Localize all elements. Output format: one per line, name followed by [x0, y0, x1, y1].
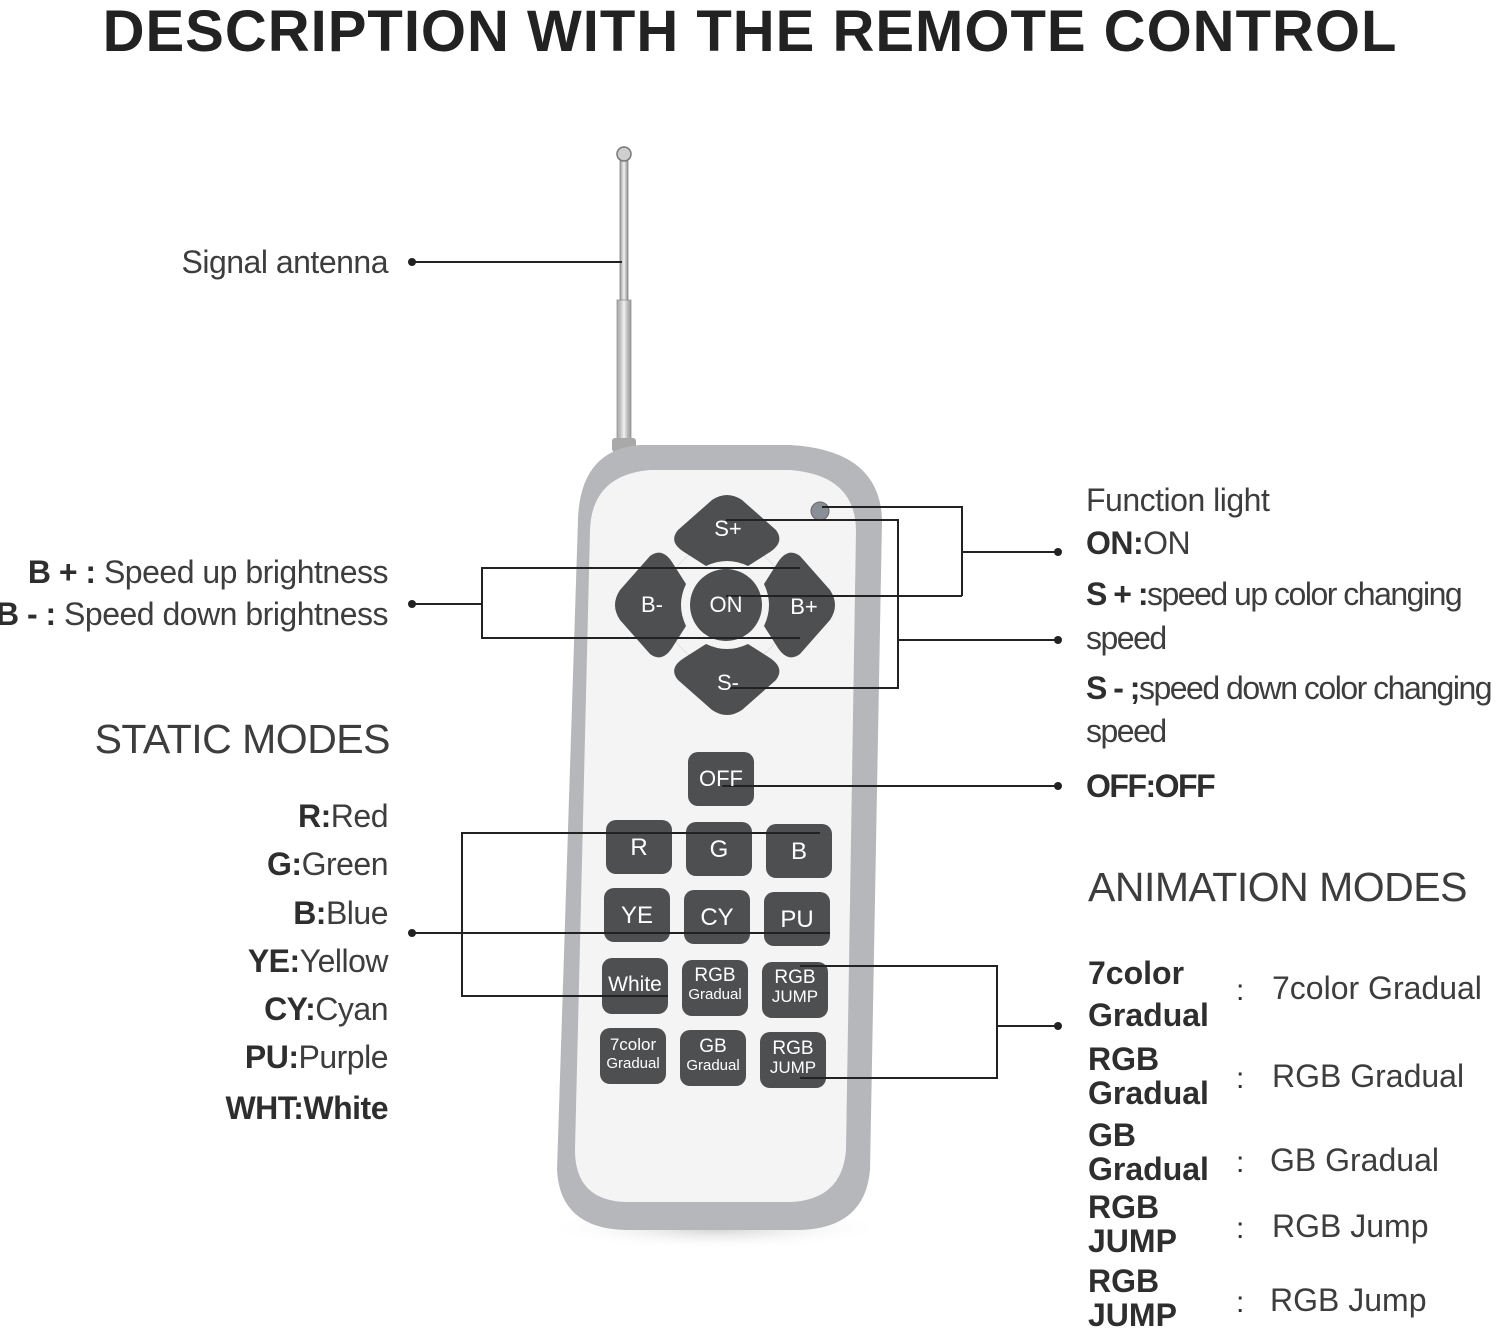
key-rgb-gradual-line2: Gradual	[688, 986, 742, 1003]
key-rgb-jump-line2: JUMP	[771, 987, 819, 1006]
static-mode-item: PU:Purple	[244, 1039, 389, 1076]
static-modes-heading: STATIC MODES	[94, 716, 391, 762]
key-rgb-jump-2-line2: JUMP	[769, 1058, 817, 1077]
key-7color-gradual-line1: 7color	[609, 1035, 657, 1054]
antenna	[612, 146, 636, 452]
callout-s-plus-text: speed up color changing	[1146, 576, 1463, 612]
key-b-minus[interactable]: B-	[641, 592, 663, 617]
static-mode-key: B:	[293, 895, 326, 931]
key-off[interactable]: OFF	[699, 766, 743, 791]
leader-lines	[412, 261, 1058, 1079]
animation-mode-text: GB Gradual	[1270, 1142, 1439, 1178]
key-b-plus[interactable]: B+	[790, 594, 818, 619]
callout-s-minus: S - ;speed down color changing	[1086, 670, 1493, 707]
static-mode-key: WHT:	[225, 1090, 304, 1126]
callout-brightness-down: B - : Speed down brightness	[0, 596, 389, 633]
key-7color-gradual-line2: Gradual	[606, 1055, 660, 1072]
static-mode-text: Yellow	[299, 943, 389, 979]
animation-mode-text: RGB Jump	[1270, 1282, 1427, 1318]
key-ye[interactable]: YE	[620, 902, 653, 929]
callout-brightness-down-text: Speed down brightness	[55, 596, 388, 632]
animation-mode-colon: :	[1236, 974, 1245, 1007]
callout-s-minus-cont: speed	[1086, 713, 1167, 749]
static-mode-item: YE:Yellow	[247, 943, 389, 980]
animation-mode-colon: :	[1236, 1062, 1245, 1095]
key-gb-gradual[interactable]: GB Gradual	[680, 1037, 746, 1075]
key-gb-gradual-line2: Gradual	[686, 1057, 740, 1074]
key-rgb-jump-2-line1: RGB	[772, 1038, 814, 1059]
static-mode-key: G:	[267, 846, 302, 882]
animation-mode-colon: :	[1236, 1212, 1245, 1245]
key-on[interactable]: ON	[709, 592, 743, 617]
page-title: DESCRIPTION WITH THE REMOTE CONTROL	[102, 0, 1398, 64]
function-light-led	[810, 501, 830, 521]
callout-s-plus-cont: speed	[1086, 620, 1167, 656]
animation-mode-text: RGB Gradual	[1272, 1058, 1465, 1094]
callout-on: ON:ON	[1086, 525, 1191, 562]
static-mode-text: Red	[330, 798, 389, 834]
key-gb-gradual-line1: GB	[699, 1036, 727, 1057]
key-rgb-jump-2[interactable]: RGB JUMP	[760, 1039, 826, 1077]
static-mode-item: WHT:White	[225, 1090, 388, 1127]
static-mode-key: YE:	[247, 943, 300, 979]
key-b[interactable]: B	[790, 838, 807, 865]
animation-mode-colon: :	[1236, 1146, 1245, 1179]
static-mode-key: PU:	[244, 1039, 299, 1075]
static-mode-text: Blue	[325, 895, 389, 931]
static-mode-item: CY:Cyan	[264, 991, 388, 1028]
static-mode-text: Green	[301, 846, 389, 882]
key-g[interactable]: G	[709, 836, 729, 863]
off-key-shape	[688, 752, 754, 806]
key-cy[interactable]: CY	[700, 904, 734, 931]
key-rgb-jump[interactable]: RGB JUMP	[762, 968, 828, 1006]
key-s-minus[interactable]: S-	[717, 670, 739, 695]
static-mode-item: G:Green	[267, 846, 388, 883]
static-mode-text: Purple	[298, 1039, 389, 1075]
callout-on-text: ON	[1143, 525, 1191, 561]
static-mode-key: R:	[298, 798, 331, 834]
callout-off-key: OFF:	[1086, 768, 1156, 804]
animation-mode-colon: :	[1236, 1286, 1245, 1319]
key-rgb-gradual-line1: RGB	[694, 965, 736, 986]
static-mode-text: Cyan	[315, 991, 388, 1027]
static-mode-item: R:Red	[298, 798, 388, 835]
animation-mode-text: 7color Gradual	[1272, 970, 1482, 1006]
animation-modes-heading: ANIMATION MODES	[1088, 864, 1467, 910]
key-rgb-gradual[interactable]: RGB Gradual	[682, 966, 748, 1004]
static-mode-key: CY:	[264, 991, 316, 1027]
callout-s-plus-key: S + :	[1086, 576, 1148, 612]
callout-s-plus: S + :speed up color changing	[1086, 576, 1463, 613]
callout-function-light: Function light	[1086, 482, 1270, 518]
dpad	[615, 495, 835, 715]
leader-dots	[408, 258, 1062, 1030]
key-pu[interactable]: PU	[780, 906, 814, 933]
key-s-plus[interactable]: S+	[714, 516, 742, 541]
callout-brightness-down-key: B - :	[0, 596, 56, 632]
static-mode-item: B:Blue	[293, 895, 388, 932]
animation-mode-text: RGB Jump	[1272, 1208, 1429, 1244]
callout-s-minus-text: speed down color changing	[1138, 670, 1493, 706]
callout-brightness-up-text: Speed up brightness	[95, 554, 389, 590]
key-r[interactable]: R	[630, 834, 648, 861]
callout-off-text: OFF	[1154, 768, 1216, 804]
callout-on-key: ON:	[1086, 525, 1144, 561]
callout-brightness-up: B + : Speed up brightness	[27, 554, 389, 591]
callout-s-minus-key: S - ;	[1086, 670, 1140, 706]
keypad-shapes	[600, 820, 832, 1088]
static-mode-text: White	[303, 1090, 388, 1126]
key-7color-gradual[interactable]: 7color Gradual	[600, 1035, 666, 1073]
callout-brightness-up-key: B + :	[27, 554, 96, 590]
key-rgb-jump-line1: RGB	[774, 967, 816, 988]
callout-signal-antenna: Signal antenna	[181, 244, 388, 280]
callout-off: OFF:OFF	[1086, 768, 1216, 805]
key-white[interactable]: White	[608, 973, 662, 996]
